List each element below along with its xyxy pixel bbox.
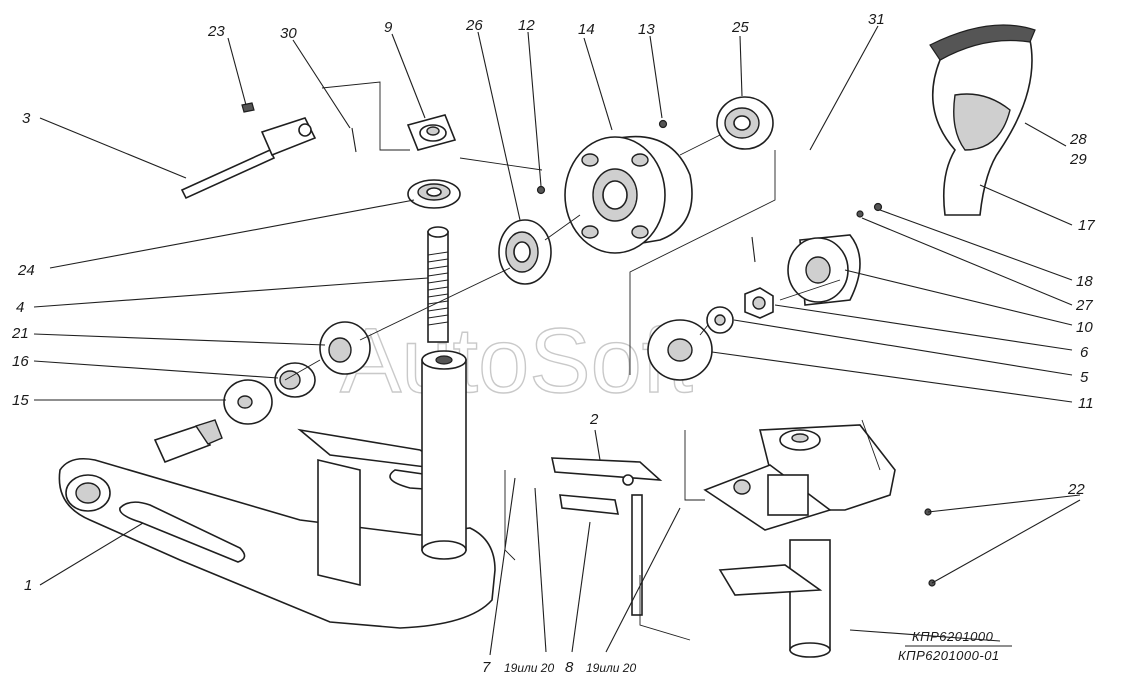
label-14: 14: [578, 21, 595, 38]
part-6-nut: [744, 287, 774, 319]
part-21-ring: [319, 321, 371, 375]
assembly-lines: [284, 81, 881, 641]
part-3-rod-fork: [180, 102, 317, 200]
watermark: AutoSoft: [340, 310, 693, 412]
label-4: 4: [16, 299, 24, 316]
part-11-flange-plate: [647, 319, 713, 381]
label-22: 22: [1067, 481, 1085, 498]
label-25: 25: [731, 19, 749, 36]
part-labels: 3 23 30 9 26 12 14 13 25 31 24 4 21 16 1…: [11, 11, 1095, 676]
label-13: 13: [638, 21, 655, 38]
label-2: 2: [589, 411, 599, 428]
part-17-handle: [929, 24, 1036, 216]
part-4-screw-shaft: [427, 226, 449, 343]
label-10: 10: [1076, 319, 1093, 336]
label-7: 7: [482, 659, 491, 676]
part-10-flange: [787, 234, 861, 306]
part-27-washer: [856, 210, 864, 218]
catalog-code-2: КПР6201000-01: [898, 648, 1000, 663]
part-5-washer: [706, 306, 734, 334]
label-24: 24: [17, 262, 35, 279]
part-31-pin: [751, 236, 756, 263]
label-11: 11: [1078, 395, 1094, 412]
label-23: 23: [207, 23, 225, 40]
label-8: 8: [565, 659, 574, 676]
catalog-code-1: КПР6201000: [912, 629, 994, 644]
label-5: 5: [1080, 369, 1089, 386]
part-15-washer: [223, 379, 273, 425]
label-1: 1: [24, 577, 32, 594]
label-29: 29: [1069, 151, 1087, 168]
part-24-bearing: [407, 179, 461, 209]
label-30: 30: [280, 25, 297, 42]
label-19-or-20-a: 19или 20: [504, 661, 554, 675]
label-28: 28: [1069, 131, 1087, 148]
part-14-hub-flange: [564, 135, 693, 254]
part-18-screw: [873, 202, 883, 212]
label-9: 9: [384, 19, 393, 36]
label-18: 18: [1076, 273, 1093, 290]
part-13-screw: [658, 119, 668, 129]
part-26-bearing: [498, 219, 552, 285]
part-2-latch: [551, 457, 663, 616]
part-25-bearing: [716, 96, 774, 150]
label-31: 31: [868, 11, 885, 28]
label-19-or-20-b: 19или 20: [586, 661, 636, 675]
label-15: 15: [12, 392, 29, 409]
catalog-codes: КПР6201000 КПР6201000-01: [898, 629, 1012, 663]
label-12: 12: [518, 17, 535, 34]
label-3: 3: [22, 110, 31, 127]
part-22-housing: [703, 424, 936, 658]
leader-lines: [33, 25, 1081, 656]
label-17: 17: [1078, 217, 1095, 234]
label-16: 16: [12, 353, 29, 370]
part-16-bushing: [274, 362, 316, 398]
part-9-cap: [406, 114, 457, 151]
part-12-screw: [536, 185, 546, 195]
part-1-lever-bracket: [58, 350, 496, 629]
label-27: 27: [1075, 297, 1093, 314]
label-26: 26: [465, 17, 483, 34]
label-6: 6: [1080, 344, 1089, 361]
part-30-pin: [351, 127, 357, 153]
label-21: 21: [11, 325, 29, 342]
